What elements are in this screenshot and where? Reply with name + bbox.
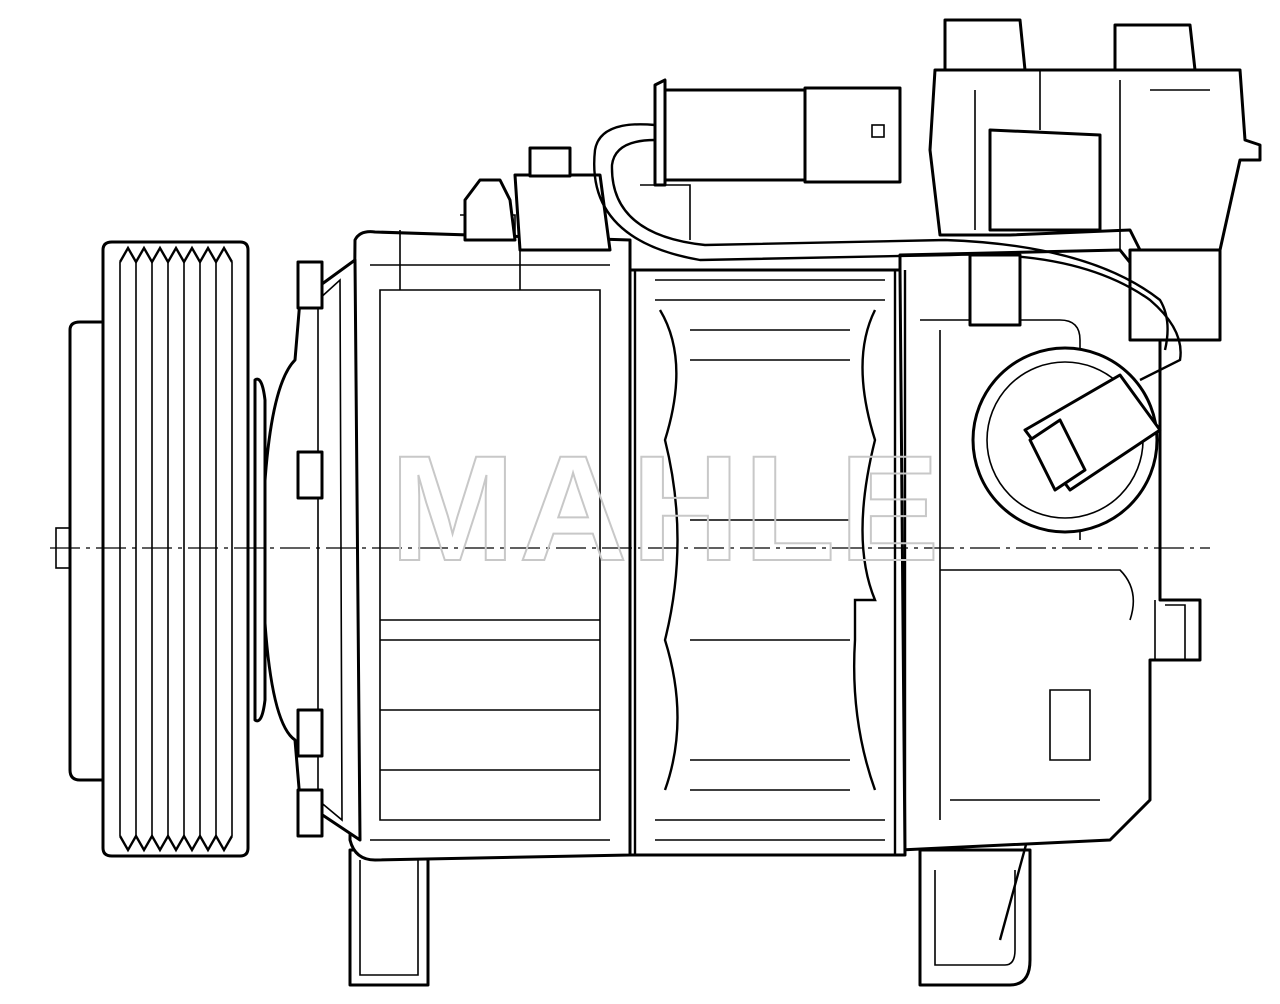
mounting-foot-right <box>918 829 1032 987</box>
cable <box>593 123 1182 382</box>
top-bracket <box>463 146 612 252</box>
main-housing <box>348 200 632 862</box>
mounting-foot-left <box>348 848 430 987</box>
pulley <box>55 240 250 858</box>
service-valves <box>928 18 1262 342</box>
pressure-sensor <box>968 253 1162 534</box>
middle-housing <box>623 268 907 857</box>
front-bolts <box>296 260 324 838</box>
watermark-logo: MAHLE <box>390 424 943 592</box>
electrical-connector <box>640 78 902 240</box>
clutch-plate <box>253 377 267 723</box>
